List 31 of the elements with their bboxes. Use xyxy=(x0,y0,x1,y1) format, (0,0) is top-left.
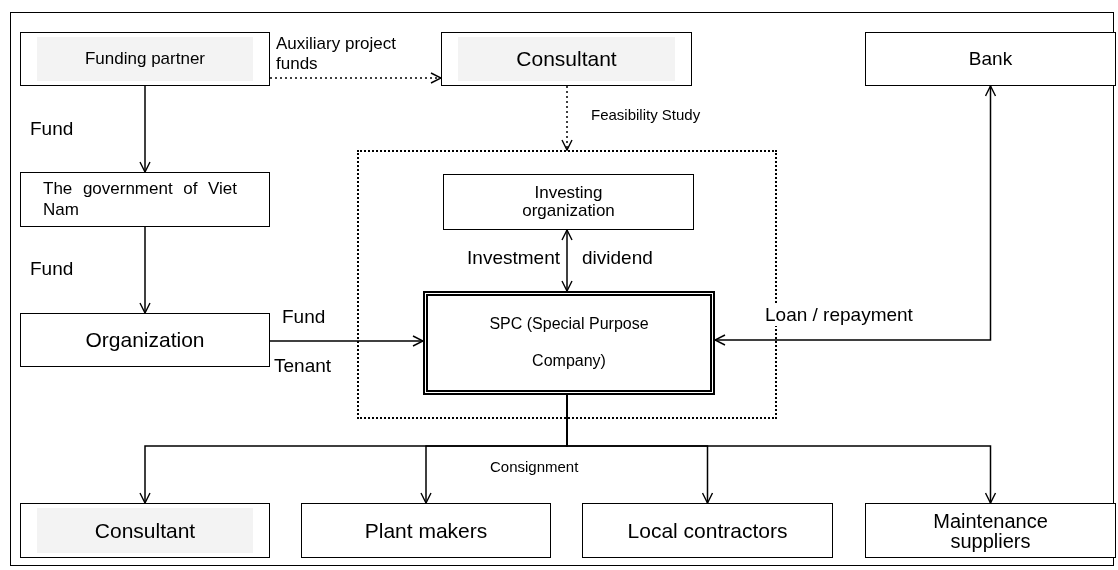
node-text: Organization xyxy=(85,327,205,353)
entity-box xyxy=(20,172,270,227)
node-text: SPC (Special Purpose Company) xyxy=(488,314,650,371)
connector-arrow xyxy=(269,335,424,347)
connector-arrow xyxy=(269,72,442,84)
entity-box xyxy=(443,174,694,230)
node-text: Funding partner xyxy=(85,48,205,70)
connector-arrow xyxy=(139,85,151,173)
entity-box xyxy=(20,503,270,558)
connector-arrow xyxy=(139,226,151,314)
entity-box xyxy=(865,32,1116,86)
node-text: Bank xyxy=(968,47,1013,71)
node-text: Consultant xyxy=(94,517,196,544)
node-text: Maintenance suppliers xyxy=(932,510,1049,551)
entity-box xyxy=(301,503,551,558)
connector-arrow xyxy=(561,85,573,151)
entity-box xyxy=(20,313,270,367)
node-text: Plant makers xyxy=(364,517,488,544)
node-text: Local contractors xyxy=(627,517,788,544)
connector-arrow xyxy=(561,229,573,292)
node-text: Investing organization xyxy=(521,184,616,220)
entity-box xyxy=(582,503,833,558)
flow-label: Tenant xyxy=(274,355,333,377)
flow-label: dividend xyxy=(582,247,654,269)
node-text: Consultant xyxy=(516,46,617,72)
entity-box xyxy=(441,32,692,86)
entity-box xyxy=(865,503,1116,558)
node-text: The government of Viet Nam xyxy=(42,179,238,220)
company-box xyxy=(423,291,715,395)
connector-arrow xyxy=(714,85,997,346)
entity-box xyxy=(20,32,270,86)
